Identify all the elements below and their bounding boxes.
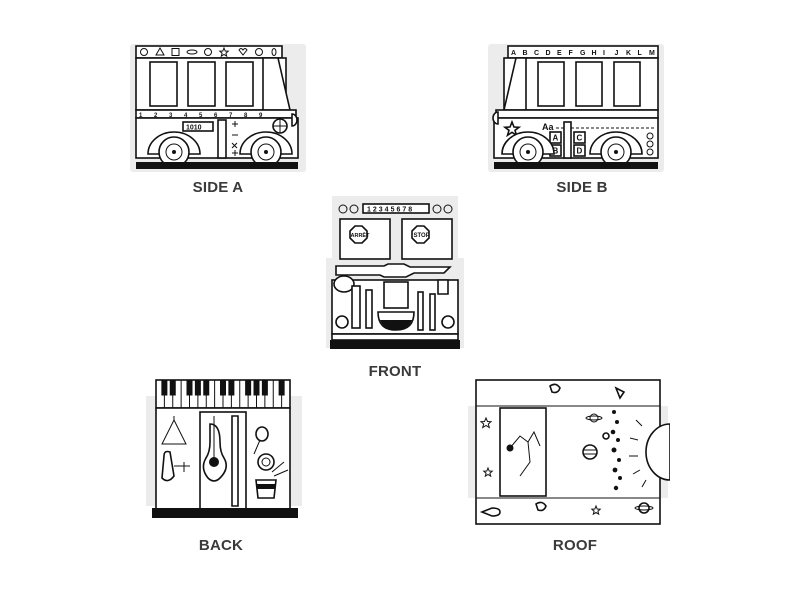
back-drawing [144,376,304,528]
svg-text:1: 1 [139,113,143,119]
svg-text:K: K [626,50,631,57]
counter-text: 1010 [186,125,202,132]
svg-text:C: C [534,50,539,57]
svg-text:A: A [511,50,516,57]
svg-text:8: 8 [244,113,248,119]
piano-black-key [161,379,168,396]
stop-sign-text: STOP [414,233,430,239]
alphabet-strip: A B C D E F G H I J K L M [511,50,655,57]
svg-text:E: E [557,50,562,57]
svg-text:I: I [603,50,605,57]
svg-text:2: 2 [154,113,158,119]
svg-text:9: 9 [259,113,263,119]
svg-text:7: 7 [229,113,233,119]
side-b-drawing: A B C D E F G H I J K L M Aa A B C D [486,42,666,174]
piano-black-key [186,379,193,396]
svg-text:6: 6 [214,113,218,119]
roof-label: ROOF [552,537,598,554]
piano-black-key [203,379,210,396]
handwriting-text: Aa [542,122,554,132]
piano-black-key [194,379,201,396]
piano-black-key [253,379,260,396]
piano-black-key [228,379,235,396]
ruler-numbers: 1 2 3 4 5 6 7 8 9 [139,113,263,119]
svg-text:5: 5 [199,113,203,119]
svg-text:L: L [638,50,643,57]
svg-text:M: M [649,50,655,57]
svg-text:B: B [523,50,528,57]
svg-text:G: G [580,50,586,57]
svg-text:3: 3 [169,113,173,119]
piano-black-key [169,379,176,396]
front-drawing: 12345678 ARRÊT STOP [326,194,466,356]
back-label: BACK [198,537,244,554]
piano-black-key [278,379,285,396]
roof-drawing [466,376,670,528]
front-ruler-numbers: 12345678 [367,207,414,214]
svg-text:H: H [592,50,597,57]
svg-text:D: D [546,50,551,57]
front-label: FRONT [368,363,422,380]
svg-text:J: J [615,50,619,57]
side-a-label: SIDE A [192,179,244,196]
arret-sign-text: ARRÊT [351,231,371,239]
svg-text:A: A [553,134,559,143]
svg-text:C: C [577,134,583,143]
svg-text:B: B [553,147,559,156]
piano-black-key [220,379,226,396]
side-a-drawing: 1 2 3 4 5 6 7 8 9 1010 [128,42,308,174]
piano-black-key [245,379,252,396]
piano-black-key [261,379,268,396]
svg-text:4: 4 [184,113,188,119]
side-b-label: SIDE B [556,179,608,196]
svg-text:D: D [577,147,583,156]
svg-text:F: F [569,50,574,57]
